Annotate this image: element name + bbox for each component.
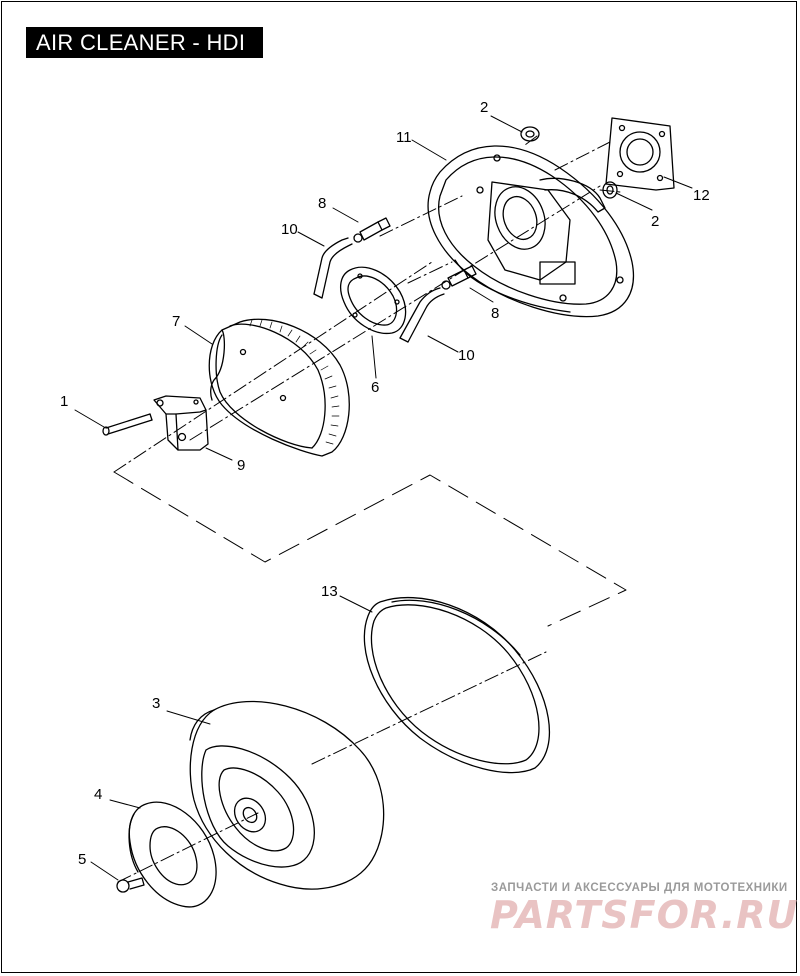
o-ring-part-lower [602, 181, 618, 199]
seal-part [339, 266, 407, 335]
breather-hose-lower [399, 287, 445, 343]
watermark-subtitle: ЗАПЧАСТИ И АКСЕССУАРЫ ДЛЯ МОТОТЕХНИКИ [491, 882, 788, 894]
callout-labels: 1 2 2 3 4 5 6 7 8 8 9 10 10 11 12 13 [60, 99, 710, 868]
callout-8-upper: 8 [318, 195, 326, 212]
cover-part [189, 700, 385, 890]
gasket-part [605, 117, 675, 191]
callout-2-upper: 2 [480, 99, 488, 116]
callout-12: 12 [693, 187, 710, 204]
breather-hose-upper [313, 237, 353, 299]
breather-bolt-upper [353, 217, 391, 243]
callout-6: 6 [371, 379, 379, 396]
callout-10-upper: 10 [281, 221, 298, 238]
screw-part [102, 413, 153, 436]
callout-8-lower: 8 [491, 305, 499, 322]
backplate-part [427, 145, 635, 318]
filter-element-part [208, 318, 350, 457]
bracket-part [153, 395, 209, 451]
callout-4: 4 [94, 786, 102, 803]
callout-7: 7 [172, 313, 180, 330]
assembly-boundary-dashes [113, 471, 627, 627]
cover-screw-part [116, 877, 145, 893]
diagram-title: AIR CLEANER - HDI [26, 27, 263, 58]
callout-2-lower: 2 [651, 213, 659, 230]
callout-13: 13 [321, 583, 338, 600]
breather-bolt-lower [441, 265, 477, 290]
leader-lines [74, 115, 693, 881]
callout-1: 1 [60, 393, 68, 410]
insert-part [128, 801, 217, 908]
watermark-brand: PARTSFOR.RU [490, 893, 799, 937]
callout-5: 5 [78, 851, 86, 868]
callout-11: 11 [396, 129, 412, 146]
trim-ring-part [363, 596, 551, 774]
callout-9: 9 [237, 457, 245, 474]
filter-pleats [249, 319, 340, 445]
callout-3: 3 [152, 695, 160, 712]
o-ring-part-upper [520, 126, 540, 142]
callout-10-lower: 10 [458, 347, 475, 364]
